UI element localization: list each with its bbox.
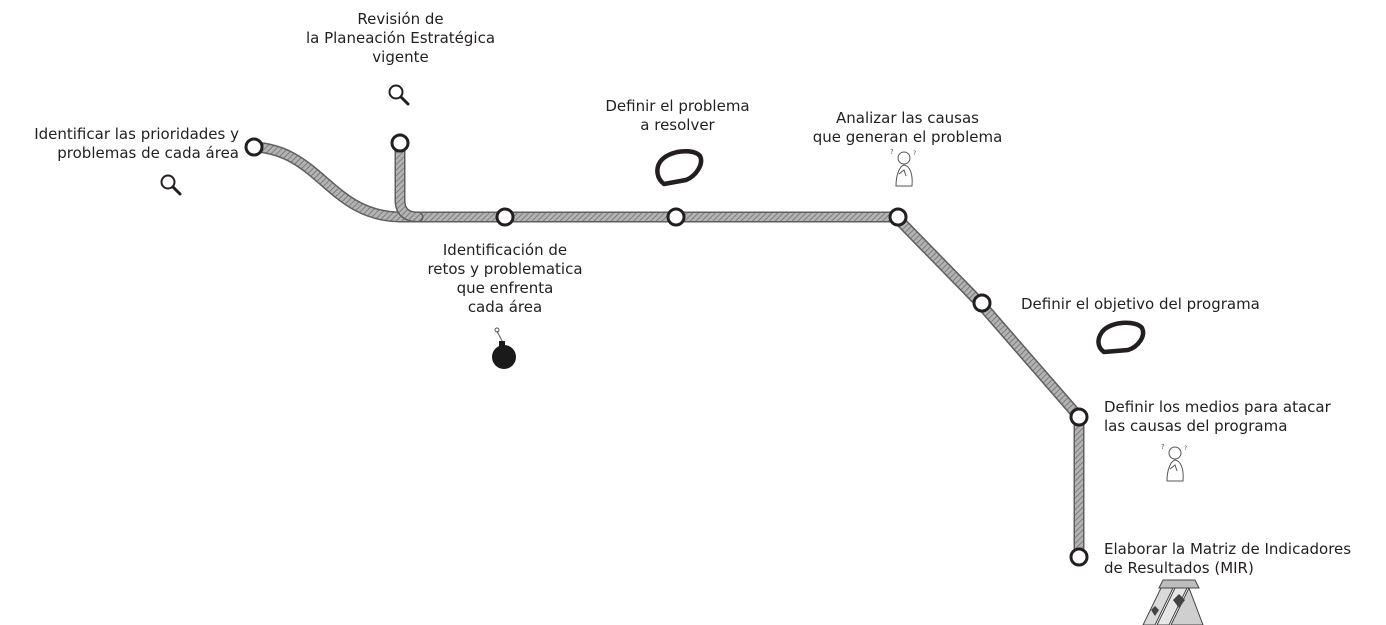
node-medios <box>1069 407 1089 427</box>
label-revision: Revisión de la Planeación Estratégica vi… <box>305 10 496 66</box>
node-objetivo <box>972 293 992 313</box>
magnifier-icon <box>160 174 182 196</box>
node-mir <box>1069 547 1089 567</box>
thinking-person-icon: ? ? <box>890 148 916 187</box>
node-problema <box>666 207 686 227</box>
label-causas: Analizar las causas que generan el probl… <box>812 109 1003 146</box>
magnifier-icon <box>388 84 410 106</box>
svg-text:?: ? <box>1184 445 1187 452</box>
label-objetivo: Definir el objetivo del programa <box>1021 295 1260 313</box>
label-medios: Definir los medios para atacar las causa… <box>1104 398 1331 435</box>
node-revision <box>390 133 410 153</box>
svg-text:?: ? <box>890 148 894 156</box>
thinking-person-icon: ? ? <box>1161 443 1187 482</box>
svg-text:?: ? <box>1161 443 1165 451</box>
speech-bubble-icon <box>655 148 704 187</box>
label-prioridades: Identificar las prioridades y problemas … <box>34 125 239 162</box>
label-problema: Definir el problema a resolver <box>605 97 750 134</box>
node-retos <box>495 207 515 227</box>
speech-bubble-icon <box>1096 320 1146 355</box>
node-causas <box>888 207 908 227</box>
svg-text:?: ? <box>913 150 916 157</box>
track <box>248 138 1085 562</box>
label-retos: Identificación de retos y problematica q… <box>427 241 583 316</box>
bomb-icon <box>492 327 516 369</box>
house-of-cards-icon <box>1142 579 1204 625</box>
label-mir: Elaborar la Matriz de Indicadores de Res… <box>1104 540 1352 577</box>
node-prioridades <box>244 137 264 157</box>
